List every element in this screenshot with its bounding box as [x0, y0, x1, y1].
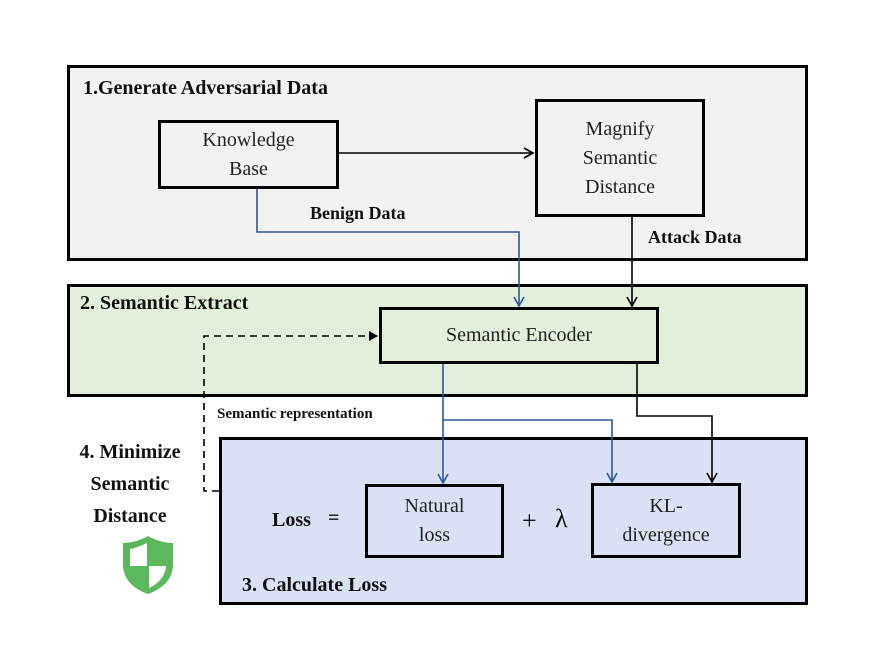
- shield-check-icon: [123, 536, 173, 594]
- label-benign-data: Benign Data: [310, 203, 406, 223]
- natural-line2: loss: [418, 524, 451, 546]
- arrow-benign-data: [256, 189, 525, 308]
- panel-title-calculate: 3. Calculate Loss: [242, 574, 387, 596]
- mag-line3: Distance: [585, 175, 655, 198]
- label-attack-data: Attack Data: [648, 227, 742, 247]
- kl-line1: KL-: [649, 494, 683, 517]
- node-knowledge-base: Knowledge Base: [158, 120, 339, 189]
- kl-line2: divergence: [622, 523, 710, 546]
- formula-loss-label: Loss: [272, 509, 311, 531]
- kb-line2: Base: [229, 157, 268, 180]
- minimize-line2: Semantic: [90, 473, 170, 495]
- formula-lambda: λ: [555, 504, 568, 533]
- panel-title-extract: 2. Semantic Extract: [80, 292, 249, 314]
- label-semantic-representation: Semantic representation: [217, 406, 373, 422]
- node-magnify-semantic-distance: Magnify Semantic Distance: [535, 99, 705, 217]
- panel-title-generate: 1.Generate Adversarial Data: [83, 77, 328, 99]
- panel-title-minimize: 4. Minimize Semantic Distance: [70, 436, 190, 532]
- kb-line1: Knowledge: [202, 128, 295, 151]
- natural-line1: Natural: [404, 495, 465, 517]
- arrow-minimize-feedback: [203, 331, 378, 492]
- node-natural-loss: Natural loss: [365, 484, 504, 558]
- minimize-line3: Distance: [93, 505, 167, 527]
- mag-line1: Magnify: [585, 117, 655, 140]
- encoder-label: Semantic Encoder: [445, 324, 593, 346]
- node-semantic-encoder: Semantic Encoder: [379, 307, 659, 364]
- formula-plus: +: [522, 506, 537, 535]
- mag-line2: Semantic: [582, 146, 658, 169]
- arrow-encoder-to-kl-blue: [443, 419, 618, 484]
- minimize-line1: 4. Minimize: [79, 441, 181, 463]
- arrow-encoder-to-kl-black: [636, 364, 718, 484]
- node-kl-divergence: KL- divergence: [591, 483, 741, 558]
- formula-equals: =: [328, 507, 340, 529]
